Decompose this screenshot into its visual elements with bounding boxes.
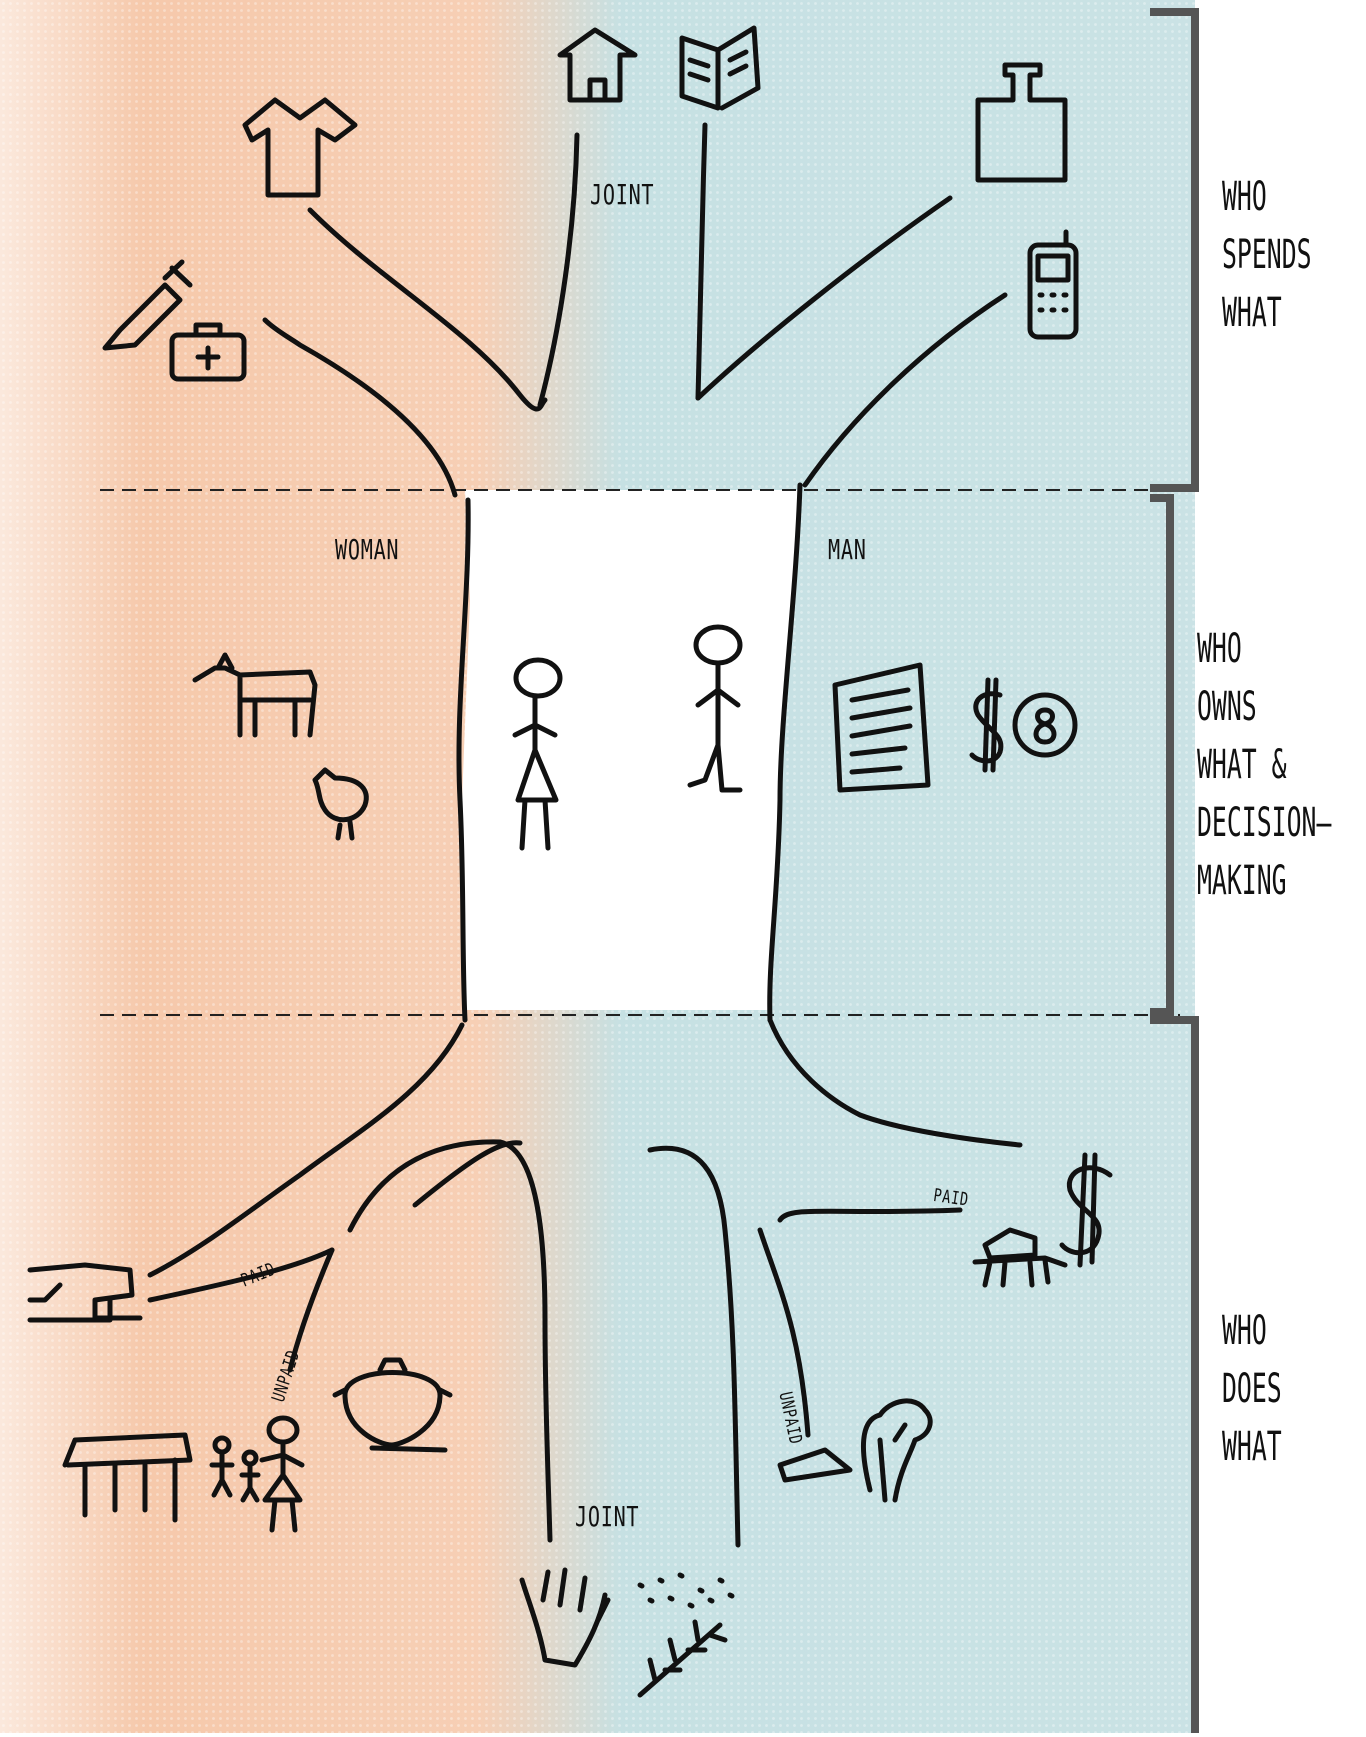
section-owns-line-4: DECISION–	[1197, 794, 1331, 852]
section-owns: WHO OWNS WHAT & DECISION– MAKING	[1197, 620, 1331, 910]
woman-label: WOMAN	[335, 533, 399, 566]
section-spends-line-2: SPENDS	[1222, 226, 1312, 284]
section-spends-line-1: WHO	[1222, 168, 1312, 226]
section-spends-line-3: WHAT	[1222, 284, 1312, 342]
section-owns-line-5: MAKING	[1197, 852, 1331, 910]
trunk-panel	[462, 490, 800, 1010]
man-label: MAN	[828, 533, 867, 566]
joint-top-label: JOINT	[590, 178, 654, 211]
section-does: WHO DOES WHAT	[1222, 1302, 1282, 1476]
section-owns-line-2: OWNS	[1197, 678, 1331, 736]
section-does-line-3: WHAT	[1222, 1418, 1282, 1476]
section-owns-line-3: WHAT &	[1197, 736, 1331, 794]
joint-bottom-label: JOINT	[575, 1500, 639, 1533]
section-spends: WHO SPENDS WHAT	[1222, 168, 1312, 342]
section-does-line-1: WHO	[1222, 1302, 1282, 1360]
section-owns-line-1: WHO	[1197, 620, 1331, 678]
section-does-line-2: DOES	[1222, 1360, 1282, 1418]
